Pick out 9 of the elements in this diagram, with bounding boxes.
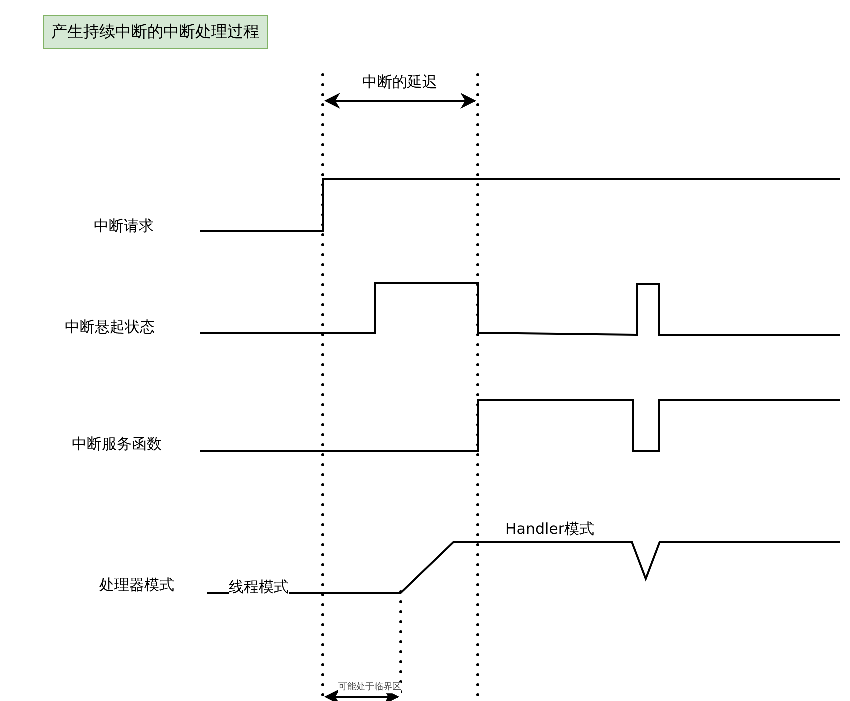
signal-label: 处理器模式 (100, 576, 174, 594)
dimension-label: 中断的延迟 (362, 73, 438, 91)
title-box: 产生持续中断的中断处理过程 (43, 15, 268, 49)
signal-label: 中断服务函数 (72, 435, 162, 453)
signal-label: 中断请求 (94, 217, 154, 235)
signal-label: 中断悬起状态 (65, 318, 155, 336)
dimension-label: 可能处于临界区 (338, 682, 402, 694)
mode-label: Handler模式 (505, 520, 595, 538)
mode-label: 线程模式 (229, 578, 289, 596)
